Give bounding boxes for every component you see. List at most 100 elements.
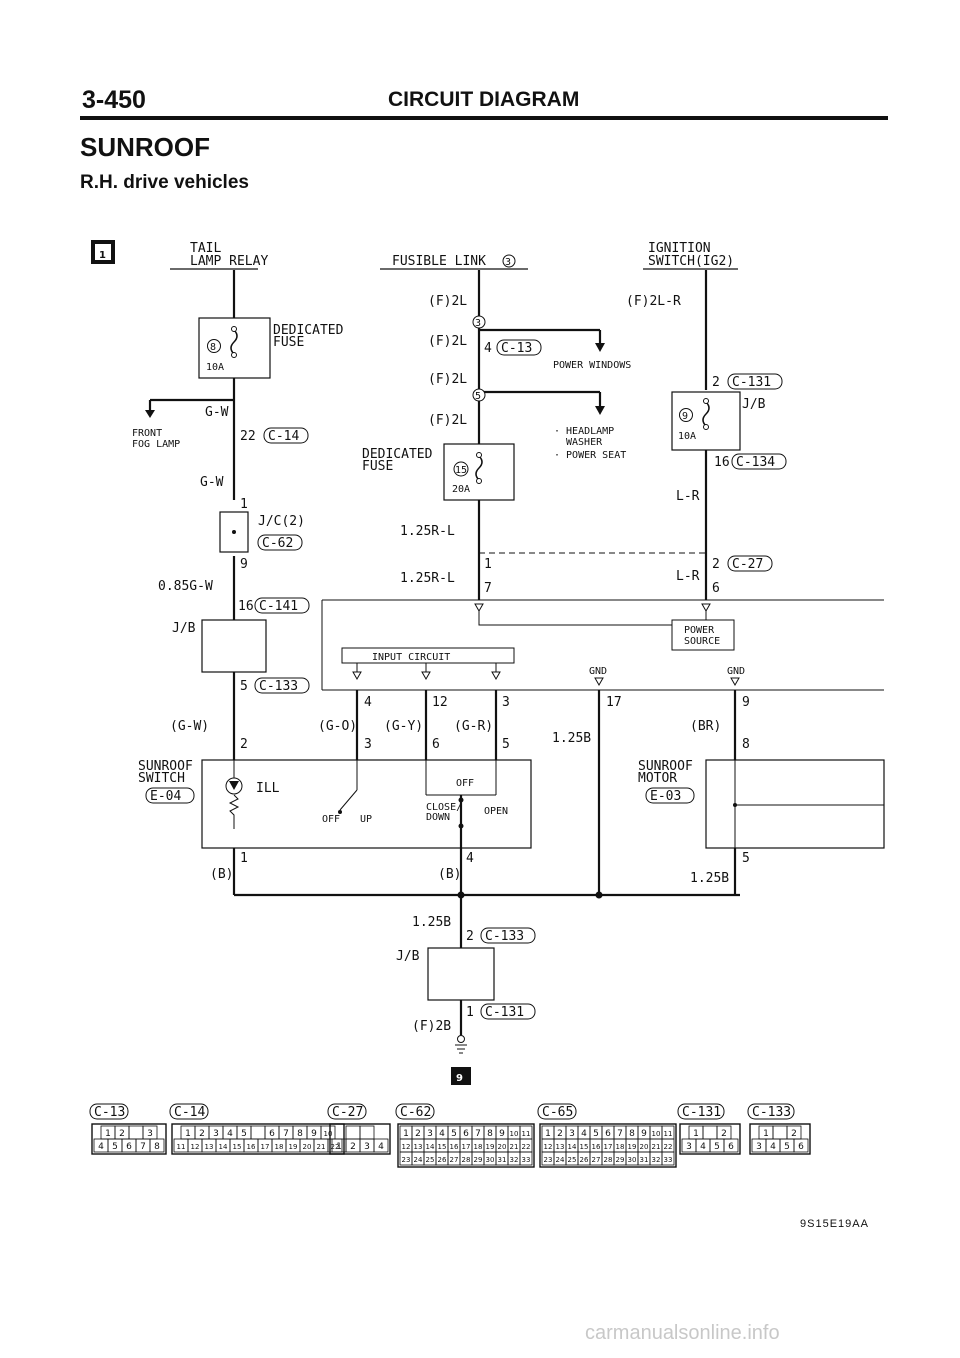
cu-pin-9: 9 xyxy=(742,695,750,710)
connector-pin: 6 xyxy=(728,1142,734,1152)
connector-pin: 7 xyxy=(140,1142,146,1152)
connector-pin: 10 xyxy=(652,1130,661,1138)
connector-pin: 27 xyxy=(450,1156,459,1164)
dedicated-fuse-label: DEDICATED xyxy=(273,323,344,338)
fuse-8-amp: 10A xyxy=(206,362,224,373)
right-pin-6: 6 xyxy=(712,581,720,596)
connector-pin: 30 xyxy=(628,1156,637,1164)
page-header-title: CIRCUIT DIAGRAM xyxy=(388,88,580,111)
connector-pin: 12 xyxy=(402,1143,411,1151)
connector-pin: 2 xyxy=(415,1129,421,1139)
connector-pin: 12 xyxy=(544,1143,553,1151)
connector-pin: 2 xyxy=(791,1129,797,1139)
connector-pin: 27 xyxy=(592,1156,601,1164)
c134-pin: 16 xyxy=(714,455,730,470)
fusible-link-label: FUSIBLE LINK xyxy=(392,254,486,269)
connector-pin: 1 xyxy=(763,1129,769,1139)
connector-pin: 4 xyxy=(581,1129,587,1139)
c13-ref: C-13 xyxy=(501,341,532,356)
connector-pin: 5 xyxy=(784,1142,790,1152)
jb-left-label: J/B xyxy=(172,621,196,636)
connector-c-133-label: C-133 xyxy=(752,1105,791,1120)
connector-pin: 1 xyxy=(185,1129,191,1139)
wire-f2lr: (F)2L-R xyxy=(626,294,681,309)
connector-pin: 6 xyxy=(269,1129,275,1139)
connector-pin: 3 xyxy=(569,1129,575,1139)
connector-pin: 18 xyxy=(474,1143,483,1151)
ignition-label: IGNITION xyxy=(648,241,711,256)
fuse-15-number: 15 xyxy=(455,465,467,476)
connector-pin: 17 xyxy=(604,1143,613,1151)
wire-go: (G-O) xyxy=(318,719,357,734)
connector-pin: 1 xyxy=(545,1129,551,1139)
page-marker-top: 1 xyxy=(91,240,115,264)
connector-pin: 17 xyxy=(261,1143,270,1151)
connector-pin: 22 xyxy=(664,1143,673,1151)
connector-pin: 23 xyxy=(544,1156,553,1164)
up-label: UP xyxy=(360,814,372,825)
connector-pin: 7 xyxy=(617,1129,623,1139)
c133-pin-2: 2 xyxy=(466,929,474,944)
connector-pin: 25 xyxy=(426,1156,435,1164)
connector-pin: 29 xyxy=(474,1156,483,1164)
wire-125b-gnd: 1.25B xyxy=(412,915,451,930)
connector-pin: 26 xyxy=(580,1156,589,1164)
connector-pin: 20 xyxy=(498,1143,507,1151)
connector-pin: 9 xyxy=(641,1129,647,1139)
motor-pin-5: 5 xyxy=(742,851,750,866)
connector-pin: 11 xyxy=(522,1130,531,1138)
headlamp-label: · HEADLAMP xyxy=(554,426,614,437)
connector-pin: 16 xyxy=(247,1143,256,1151)
sw-pin-5: 5 xyxy=(502,737,510,752)
connector-pin: 5 xyxy=(714,1142,720,1152)
connector-pin: 19 xyxy=(628,1143,637,1151)
c14-pin: 22 xyxy=(240,429,256,444)
connector-pin: 19 xyxy=(289,1143,298,1151)
connector-pin: 2 xyxy=(721,1129,727,1139)
connector-pin: 3 xyxy=(427,1129,433,1139)
sw-pin-6: 6 xyxy=(432,737,440,752)
connector-pin: 5 xyxy=(241,1129,247,1139)
wire-gr: (G-R) xyxy=(454,719,493,734)
dedicated-fuse-mid: DEDICATED xyxy=(362,447,433,462)
connector-pin: 24 xyxy=(556,1156,565,1164)
connector-pin: 18 xyxy=(616,1143,625,1151)
connector-pin: 33 xyxy=(522,1156,531,1164)
connector-pin: 2 xyxy=(350,1142,356,1152)
connector-pin: 32 xyxy=(510,1156,519,1164)
connector-pin: 8 xyxy=(154,1142,160,1152)
connector-pin: 14 xyxy=(219,1143,228,1151)
connector-pin: 14 xyxy=(426,1143,435,1151)
connector-pin: 16 xyxy=(592,1143,601,1151)
fusible-node-3: 3 xyxy=(475,318,481,329)
jb-gnd-label: J/B xyxy=(396,949,420,964)
fuse-9-amp: 10A xyxy=(678,431,696,442)
connector-pin: 5 xyxy=(112,1142,118,1152)
connector-pin: 8 xyxy=(297,1129,303,1139)
connector-pin: 7 xyxy=(283,1129,289,1139)
c141-ref: C-141 xyxy=(259,599,298,614)
connector-pin: 2 xyxy=(199,1129,205,1139)
section-subtitle: R.H. drive vehicles xyxy=(80,172,249,193)
connector-pin: 16 xyxy=(450,1143,459,1151)
wire-gw-paren: (G-W) xyxy=(170,719,209,734)
open-label: OPEN xyxy=(484,806,508,817)
connector-pin: 1 xyxy=(105,1129,111,1139)
connector-pin: 9 xyxy=(499,1129,505,1139)
sunroof-switch-label: SUNROOF xyxy=(138,759,193,774)
c27-ref: C-27 xyxy=(732,557,763,572)
c131-pin-2: 2 xyxy=(712,375,720,390)
c141-pin: 16 xyxy=(238,599,254,614)
front-fog-label-2: FOG LAMP xyxy=(132,439,180,450)
wire-085gw: 0.85G-W xyxy=(158,579,213,594)
connector-pin: 11 xyxy=(664,1130,673,1138)
connector-pin: 3 xyxy=(686,1142,692,1152)
jc-pin-1: 1 xyxy=(240,497,248,512)
connector-pin: 4 xyxy=(770,1142,776,1152)
connector-pin: 17 xyxy=(462,1143,471,1151)
svg-text:9: 9 xyxy=(456,1073,463,1084)
connector-pin: 6 xyxy=(463,1129,469,1139)
connector-pin: 1 xyxy=(336,1142,342,1152)
cu-pin-12: 12 xyxy=(432,695,448,710)
